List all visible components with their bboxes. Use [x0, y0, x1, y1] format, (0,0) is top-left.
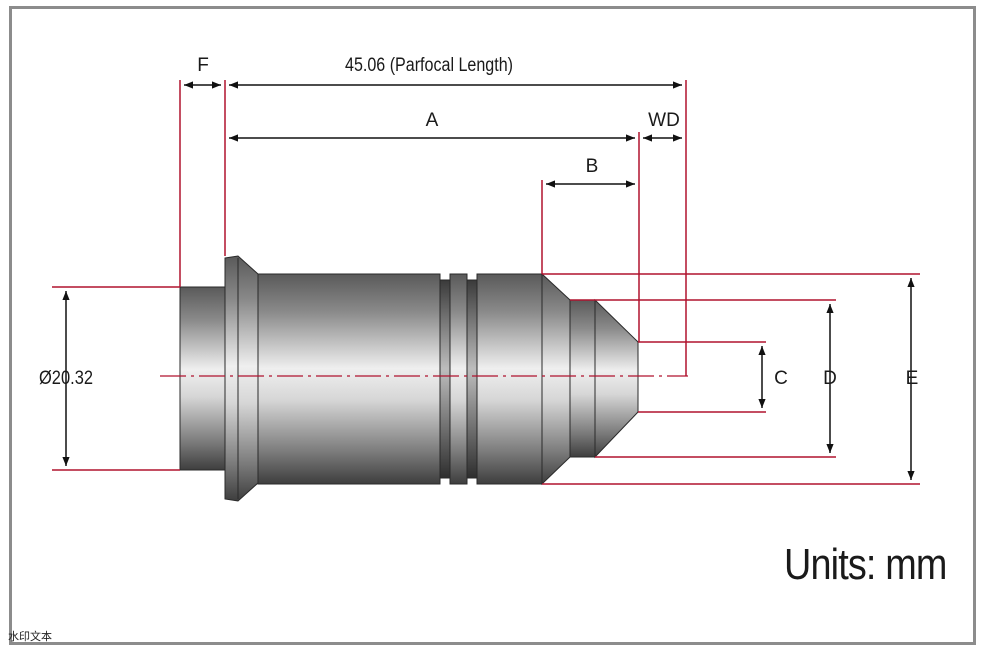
nose [569, 299, 596, 458]
units-label: Units: mm [784, 540, 947, 589]
main-barrel [257, 273, 441, 485]
extension-lines [52, 80, 920, 485]
label-f: F [197, 55, 209, 76]
barrel-groove [439, 279, 451, 479]
label-parfocal: 45.06 (Parfocal Length) [345, 55, 513, 76]
label-b: B [586, 156, 599, 177]
lens-body [179, 255, 639, 502]
label-a: A [426, 110, 439, 131]
watermark-text: 水印文本 [8, 630, 52, 643]
label-c: C [774, 368, 788, 389]
front-taper [541, 272, 571, 486]
label-e: E [906, 368, 919, 389]
label-wd: WD [648, 110, 680, 131]
label-d: D [823, 368, 837, 389]
dimension-arrows [62, 81, 915, 480]
front-barrel [476, 273, 543, 485]
shoulder-flange [224, 255, 259, 502]
nose-cone [594, 298, 639, 459]
mount-thread [179, 286, 226, 471]
diagram-frame [9, 6, 976, 645]
label-diameter: Ø20.32 [39, 368, 93, 389]
